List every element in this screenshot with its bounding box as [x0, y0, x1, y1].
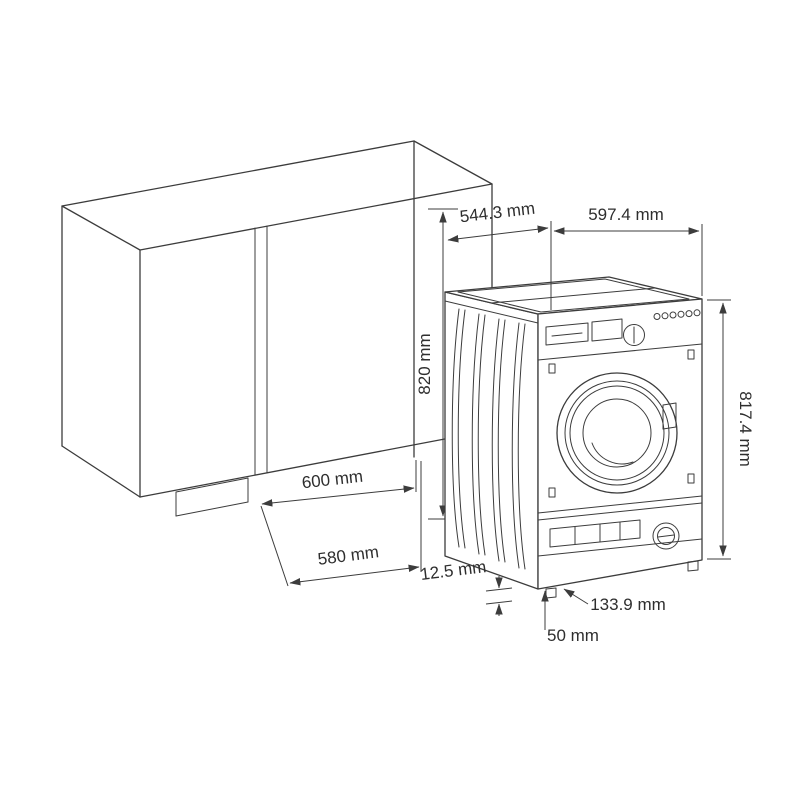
mounting-mark — [548, 363, 556, 374]
cabinet-top-face — [61, 140, 493, 251]
display-window — [591, 318, 623, 342]
washing-machine-drawing — [444, 276, 703, 599]
program-knob — [623, 324, 645, 346]
control-buttons — [653, 309, 701, 320]
detergent-drawer-groove — [551, 332, 583, 337]
side-rib — [471, 313, 480, 555]
door-outer-ring — [556, 372, 678, 494]
dimension-line — [447, 225, 549, 243]
service-panel — [549, 519, 680, 550]
side-rib — [477, 314, 486, 556]
dimension-label-plinth-recess: 50 mm — [547, 626, 599, 645]
door-handle — [662, 402, 677, 430]
side-rib — [451, 308, 460, 548]
mounting-mark — [687, 349, 695, 360]
machine-foot — [545, 587, 557, 599]
side-rib — [517, 323, 526, 570]
dimension-label-machine-width: 597.4 mm — [588, 205, 664, 224]
cabinet-opening-bottom-edge — [139, 429, 493, 498]
dimension-niche-width: 580 mm — [260, 461, 422, 587]
dimension-line — [289, 564, 420, 586]
door-glass-reflection — [591, 442, 634, 465]
side-rib — [457, 309, 466, 549]
dimension-machine-width: 597.4 mm — [553, 205, 703, 296]
dimension-label-bottom-gap: 12.5 mm — [419, 557, 487, 584]
filter-cap-slot — [657, 534, 675, 538]
dimension-niche-height: 820 mm — [415, 208, 458, 520]
side-panel-seam — [444, 300, 539, 324]
detergent-drawer — [545, 322, 589, 346]
control-panel-bottom-seam — [537, 343, 703, 361]
dimension-label-machine-height: 817.4 mm — [736, 391, 755, 467]
dimension-niche-depth: 600 mm — [261, 460, 417, 507]
control-button — [693, 309, 701, 317]
machine-foot — [687, 560, 699, 572]
dimension-plinth-height: 133.9 mm — [563, 588, 666, 614]
cabinet-plinth — [175, 477, 249, 517]
control-panel — [545, 309, 701, 346]
extension-line — [260, 505, 289, 587]
dimension-label-niche-width: 580 mm — [317, 542, 380, 569]
dimension-plinth-recess: 50 mm — [541, 590, 599, 645]
machine-top-crossbar — [490, 287, 656, 304]
service-panel-top-seam — [537, 502, 703, 521]
filter-cap — [652, 522, 680, 550]
side-rib — [511, 322, 520, 569]
service-vent-slot — [549, 519, 641, 548]
side-panel-ribs — [451, 308, 526, 570]
door-glass — [582, 398, 652, 468]
dimension-label-plinth-height: 133.9 mm — [590, 595, 666, 614]
front-lower-seam — [537, 495, 703, 514]
extension-tick — [485, 600, 513, 605]
dimension-label-machine-top-depth: 544.3 mm — [459, 199, 536, 227]
machine-front-panel — [537, 298, 703, 590]
filter-cap-inner — [657, 527, 675, 545]
door-ring — [569, 385, 665, 481]
mounting-marks — [548, 349, 695, 498]
machine-top-frame-inner — [457, 278, 690, 313]
control-button — [653, 313, 661, 320]
door-ring — [564, 380, 670, 486]
mounting-mark — [548, 487, 556, 498]
dimension-line — [261, 485, 415, 507]
side-rib — [497, 319, 506, 563]
control-button — [669, 311, 677, 319]
dimension-label-niche-height: 820 mm — [415, 333, 434, 394]
side-rib — [491, 318, 500, 562]
control-button — [661, 312, 669, 320]
service-panel-bottom-seam — [537, 538, 703, 557]
leader-line — [563, 588, 589, 605]
control-button — [685, 310, 693, 318]
mounting-mark — [687, 473, 695, 484]
porthole-door — [556, 372, 678, 494]
control-button — [677, 310, 685, 318]
dimension-label-niche-depth: 600 mm — [301, 467, 364, 493]
cabinet-niche-drawing — [61, 140, 493, 517]
extension-tick — [485, 587, 513, 592]
cabinet-left-bottom-edge — [61, 445, 141, 498]
dimension-machine-height: 817.4 mm — [707, 299, 755, 560]
